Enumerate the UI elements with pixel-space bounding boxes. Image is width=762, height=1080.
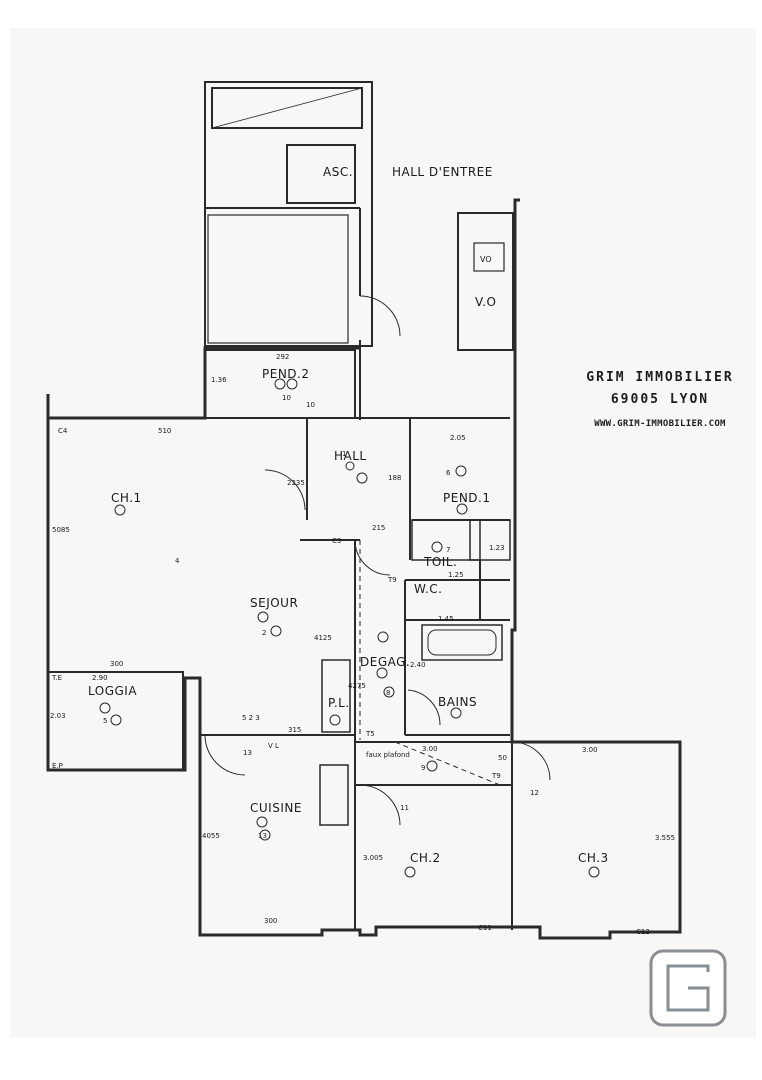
dim-205: 2.05 (450, 434, 466, 442)
label-asc: ASC. (323, 165, 353, 179)
dim-125: 1.25 (448, 571, 464, 579)
dim-300c: 3.00 (582, 746, 598, 754)
label-wc: W.C. (414, 582, 443, 596)
label-cuisine: CUISINE (250, 801, 302, 815)
bathtub (421, 624, 503, 661)
dim-4125: 4125 (314, 634, 332, 642)
dim-300d: 300 (264, 917, 277, 925)
label-hall-entree: HALL D'ENTREE (392, 165, 493, 179)
marker-c12: C12 (636, 928, 650, 936)
spiral-stairs (207, 214, 349, 344)
dim-240: 2.40 (410, 661, 426, 669)
label-ch3: CH.3 (578, 851, 609, 865)
agency-name: GRIM IMMOBILIER (586, 370, 734, 385)
marker-6: 6 (446, 469, 451, 477)
marker-t9a: T9 (387, 576, 397, 584)
dim-145: 1.45 (438, 615, 454, 623)
marker-1: 1 (342, 450, 346, 458)
light-fixtures (99, 378, 600, 878)
dim-215: 215 (372, 524, 385, 532)
label-vo-small: VO (480, 255, 492, 264)
marker-c3: C3 (332, 537, 341, 545)
dim-315: 315 (288, 726, 301, 734)
label-pend1: PEND.1 (443, 491, 490, 505)
grim-logo-icon (649, 949, 727, 1027)
pend2-room (204, 349, 356, 419)
dim-290: 2.90 (92, 674, 108, 682)
marker-11: 11 (400, 804, 409, 812)
vo-closet (457, 212, 514, 351)
marker-t9b: T9 (491, 772, 501, 780)
marker-13a: 13 (243, 749, 252, 757)
stair-block (204, 81, 373, 347)
dim-4275: 4275 (348, 682, 366, 690)
label-ch1: CH.1 (111, 491, 142, 505)
loggia-room (47, 671, 184, 771)
dim-3555: 3.555 (655, 834, 675, 842)
agency-city: 69005 LYON (610, 392, 710, 407)
label-hall: HALL (334, 449, 367, 463)
label-toil: TOIL. (423, 555, 457, 569)
plan-sheet: ASC. HALL D'ENTREE VO V.O PEND.2 HALL PE… (10, 28, 756, 1038)
dim-203: 2.03 (50, 712, 66, 720)
storage-box (211, 87, 363, 129)
label-pend2: PEND.2 (262, 367, 309, 381)
dim-188: 188 (388, 474, 401, 482)
marker-5: 5 (103, 717, 107, 725)
floor-plan: ASC. HALL D'ENTREE VO V.O PEND.2 HALL PE… (46, 81, 682, 940)
marker-7: 7 (446, 546, 450, 554)
marker-9: 9 (421, 764, 425, 772)
label-bains: BAINS (438, 695, 477, 709)
dim-300b: 3.00 (422, 745, 438, 753)
entry-door-swing (359, 295, 401, 337)
dim-292: 292 (276, 353, 289, 361)
agency-website: WWW.GRIM-IMMOBILIER.COM (594, 419, 726, 429)
dim-300a: 300 (110, 660, 123, 668)
label-pl: P.L. (328, 696, 350, 710)
marker-c4: C4 (58, 427, 68, 435)
marker-4: 4 (175, 557, 180, 565)
marker-ts: T5 (365, 730, 375, 738)
dim-123: 1.23 (489, 544, 505, 552)
dim-136: 1.36 (211, 376, 227, 384)
label-vo: V.O (475, 295, 496, 309)
label-loggia: LOGGIA (88, 684, 137, 698)
marker-12: 12 (530, 789, 539, 797)
dim-10b: 10 (306, 401, 315, 409)
marker-te: T.E (51, 674, 62, 682)
marker-faux-plafond: faux plafond (366, 751, 410, 759)
marker-ep: E.P (52, 762, 63, 770)
label-ch2: CH.2 (410, 851, 441, 865)
dim-5085: 5085 (52, 526, 70, 534)
label-sejour: SEJOUR (250, 596, 298, 610)
dim-2235: 2235 (287, 479, 305, 487)
marker-523: 5 2 3 (242, 714, 260, 722)
label-degag: DEGAG. (360, 655, 410, 669)
kitchen-sink (319, 764, 349, 826)
dim-3005: 3.005 (363, 854, 383, 862)
marker-8: 8 (386, 689, 390, 697)
marker-50: 50 (498, 754, 507, 762)
marker-13b: 13 (258, 832, 267, 840)
dim-10a: 10 (282, 394, 291, 402)
marker-c11: C11 (478, 924, 492, 932)
marker-vl: V L (268, 742, 279, 750)
marker-2: 2 (262, 629, 266, 637)
dim-4055: 4055 (202, 832, 220, 840)
lift-shaft (286, 144, 356, 204)
dim-510: 510 (158, 427, 171, 435)
